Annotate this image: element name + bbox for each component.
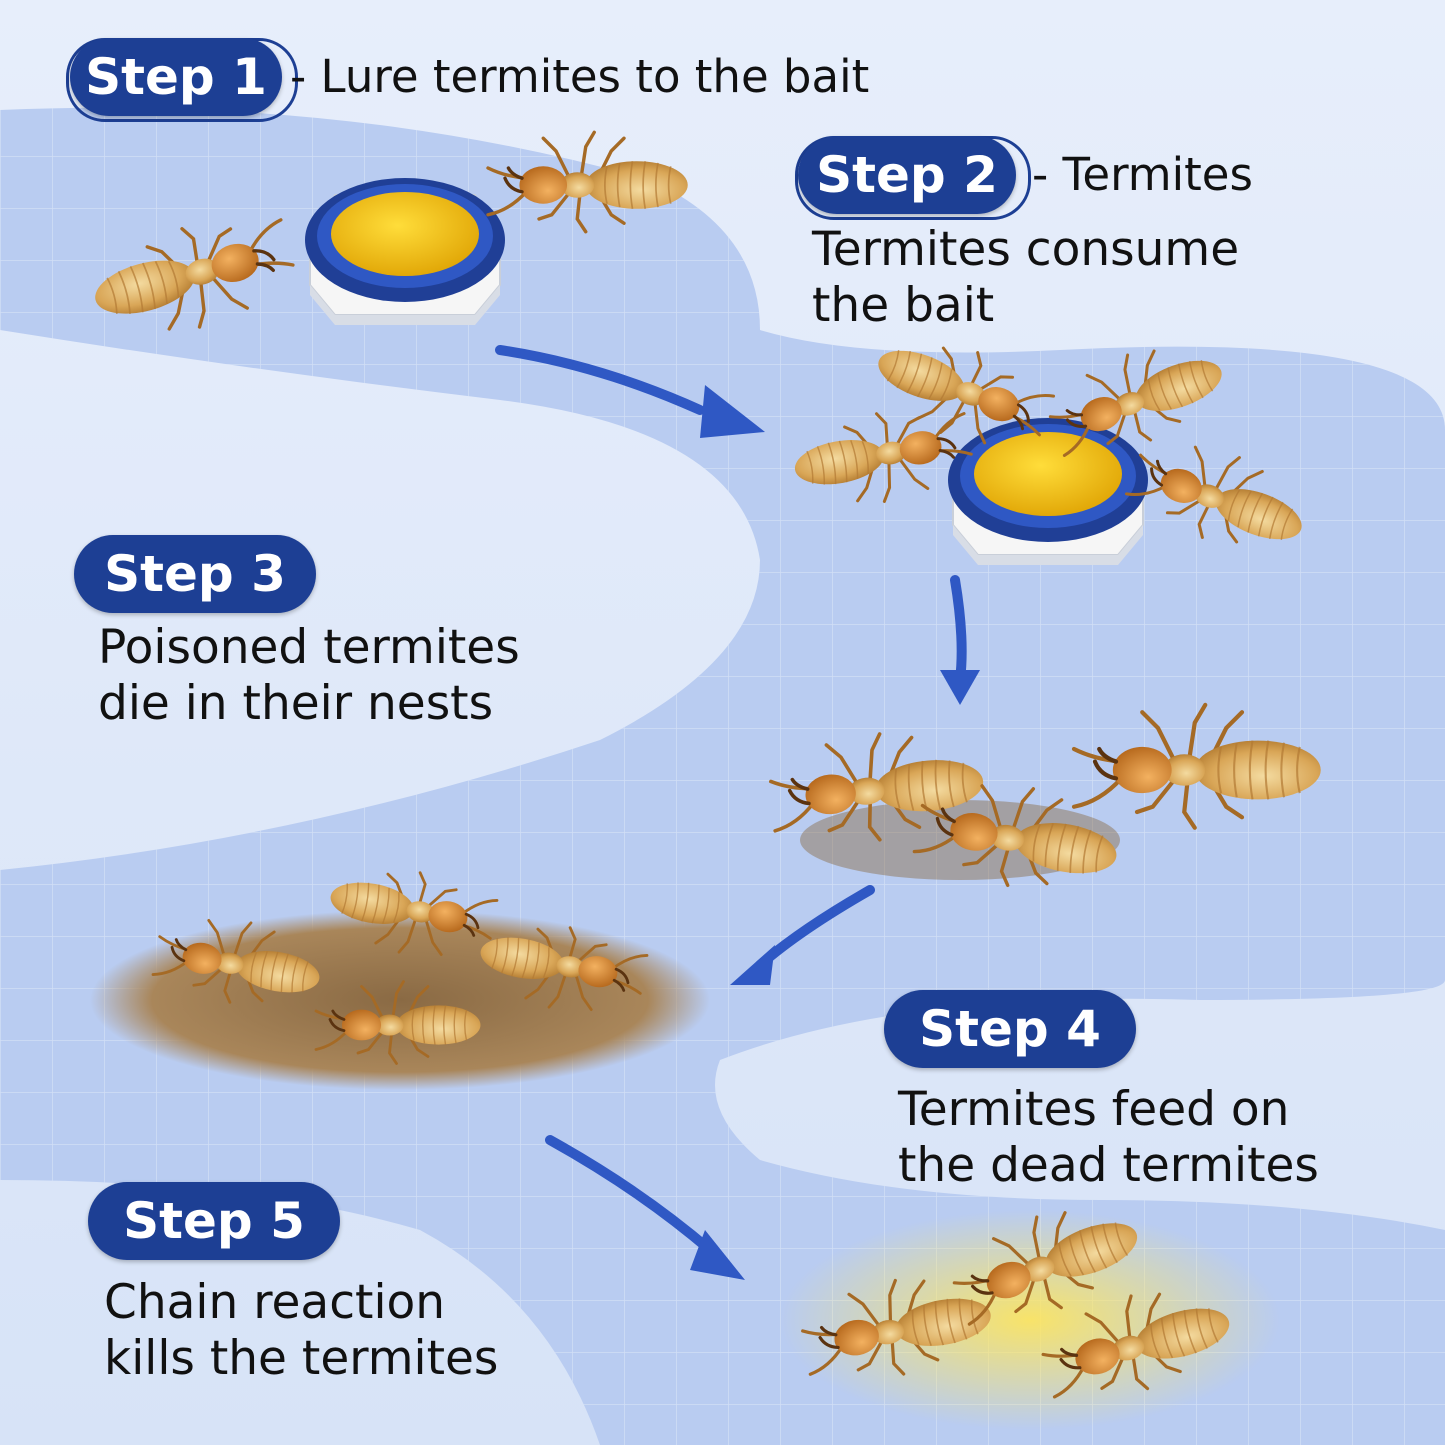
arrow-icon <box>700 385 765 438</box>
step-4-line-1: Termites feed on <box>898 1082 1290 1137</box>
arrow-icon <box>495 345 705 415</box>
arrow-icon <box>690 1230 745 1280</box>
arrow-icon <box>545 1135 715 1255</box>
step-1-badge: Step 1 <box>70 38 282 116</box>
step-2-suffix: - Termites <box>1032 148 1253 201</box>
dirt-pile-icon <box>90 910 710 1090</box>
step-5-badge: Step 5 <box>88 1182 340 1260</box>
step-4-badge: Step 4 <box>884 990 1136 1068</box>
step-3-line-1: Poisoned termites <box>98 620 520 675</box>
arrow-icon <box>730 945 775 985</box>
step-3-line-2: die in their nests <box>98 676 494 731</box>
step-1-text: - Lure termites to the bait <box>290 50 870 103</box>
bait-station-icon <box>304 177 506 326</box>
bait-station-icon <box>947 417 1149 566</box>
step-2-line-1: Termites consume <box>812 222 1240 277</box>
step-5-line-2: kills the termites <box>104 1331 499 1386</box>
step-2-badge: Step 2 <box>798 136 1016 214</box>
step-2-line-2: the bait <box>812 278 995 333</box>
arrow-icon <box>940 670 980 705</box>
step-3-badge: Step 3 <box>74 535 316 613</box>
step-4-line-2: the dead termites <box>898 1138 1319 1193</box>
step-5-line-1: Chain reaction <box>104 1275 446 1330</box>
